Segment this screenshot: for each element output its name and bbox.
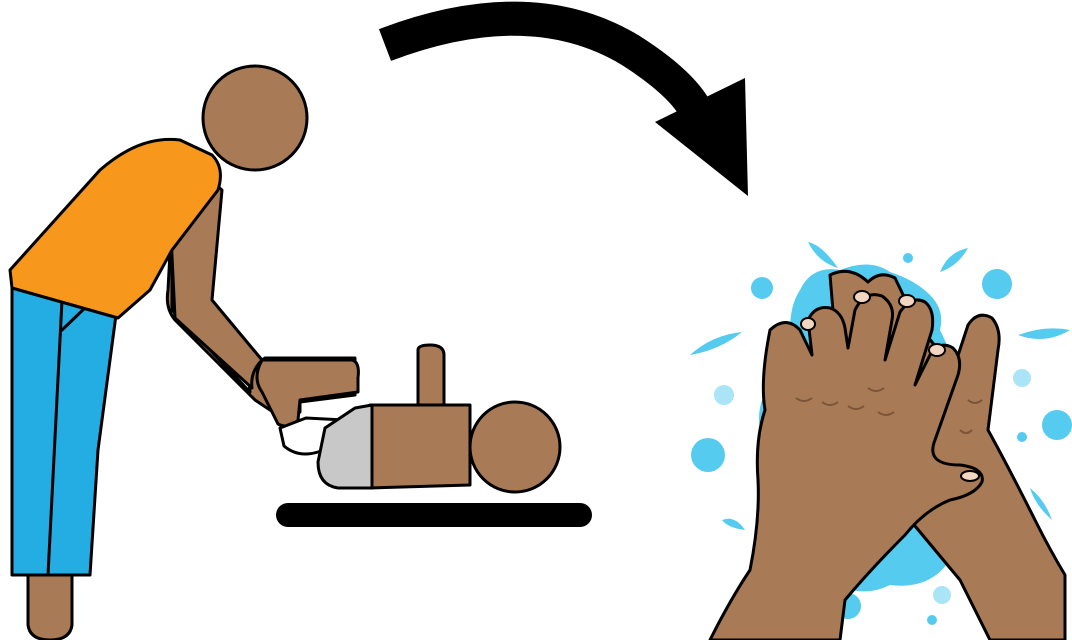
nail [801,318,815,330]
droplet [933,586,951,604]
baby-leg [418,345,444,410]
splash-streak [722,519,745,530]
droplet [982,269,1012,299]
droplet [1013,369,1031,387]
droplet [1017,432,1027,442]
nail [899,295,915,307]
splash-streak [690,332,742,355]
nail [961,471,979,481]
droplet [691,438,725,472]
droplet [714,385,734,405]
droplet [927,615,937,625]
baby-diaper [318,405,372,488]
diaper-change-scene [10,66,580,640]
splash-streak [1018,328,1070,339]
curved-arrow-icon [385,19,748,196]
droplet [1042,410,1072,440]
droplet [751,277,773,299]
baby-body [370,405,470,488]
adult-head [203,66,307,170]
droplet [903,253,913,263]
splash-streak [940,248,968,272]
arrow-shaft [385,19,700,120]
splash-streak [808,242,838,268]
nail [929,344,945,356]
hand-washing-scene [690,242,1072,640]
baby-head [470,402,560,492]
nail [854,291,870,303]
